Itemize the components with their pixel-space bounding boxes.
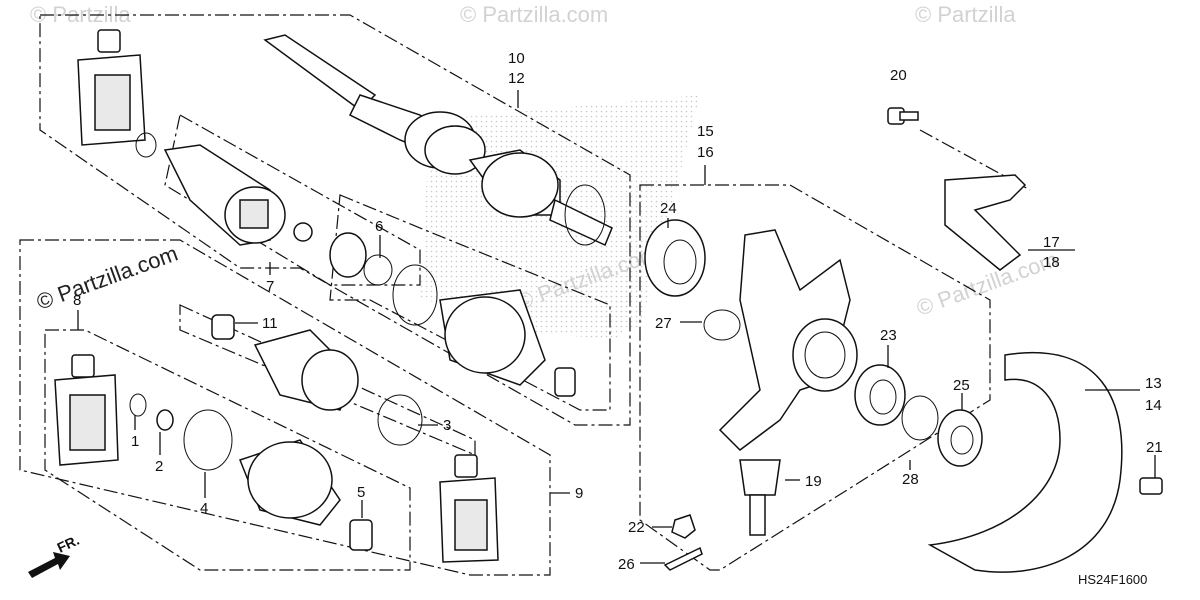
grease-bottle-top [77,29,146,146]
circlip-28 [901,395,939,441]
drive-shaft [263,34,613,247]
circlip-2 [156,409,174,431]
callout-15: 15 [697,123,714,140]
callout-3: 3 [443,417,451,434]
bearing-24 [644,219,706,297]
grease-bottle-lower-center [439,454,499,563]
cotter-pin-26 [663,546,703,571]
callout-4: 4 [200,500,208,517]
brake-hose-bracket [944,174,1027,271]
steering-knuckle [718,229,858,451]
callout-1: 1 [131,433,139,450]
circlip-1 [129,393,147,417]
boot-lower [239,439,373,551]
bearing-23 [854,364,906,426]
bolt-21 [1139,477,1163,495]
circlip-27 [703,309,741,341]
joint-cage [329,232,393,286]
diagram-code: HS24F1600 [1078,572,1147,587]
callout-2: 2 [155,458,163,475]
callout-7: 7 [266,278,274,295]
clip-joint [293,222,313,242]
castle-nut-22 [671,514,696,539]
callout-17: 17 [1043,234,1060,251]
callout-6: 6 [375,218,383,235]
boot-3 [253,329,423,446]
callout-8: 8 [73,292,81,309]
callout-27: 27 [655,315,672,332]
outboard-joint [163,144,286,246]
callout-20: 20 [890,67,907,84]
watermark-left: © Partzilla.com [33,241,181,315]
callout-22: 22 [628,519,645,536]
callout-24: 24 [660,200,677,217]
callout-14: 14 [1145,397,1162,414]
leader-lines [77,90,1156,564]
callout-11: 11 [262,315,278,332]
callout-13: 13 [1145,375,1162,392]
grease-bottle-lower-left [54,354,119,466]
callout-16: 16 [697,144,714,161]
callout-18: 18 [1043,254,1060,271]
callout-26: 26 [618,556,635,573]
callout-28: 28 [902,471,919,488]
bolt-20 [887,107,919,125]
ball-joint-19 [739,459,781,536]
front-arrow-indicator: FR. [28,532,82,578]
callout-25: 25 [953,377,970,394]
circlip-upper [135,132,157,158]
boot-upper [392,264,576,397]
watermark-top-center: © Partzilla.com [460,2,608,27]
boot-band-11 [211,314,235,340]
disc-guard [927,352,1123,573]
callout-21: 21 [1146,439,1163,456]
group-outlines [19,14,1031,576]
callout-23: 23 [880,327,897,344]
boot-band-4 [183,409,233,471]
callout-9: 9 [575,485,583,502]
front-arrow-icon [28,552,70,578]
callout-12: 12 [508,70,525,87]
oil-seal-25 [937,409,983,467]
callout-10: 10 [508,50,525,67]
callout-5: 5 [357,484,365,501]
front-label: FR. [55,532,82,556]
watermark-top-right: © Partzilla [915,2,1016,27]
callout-19: 19 [805,473,822,490]
